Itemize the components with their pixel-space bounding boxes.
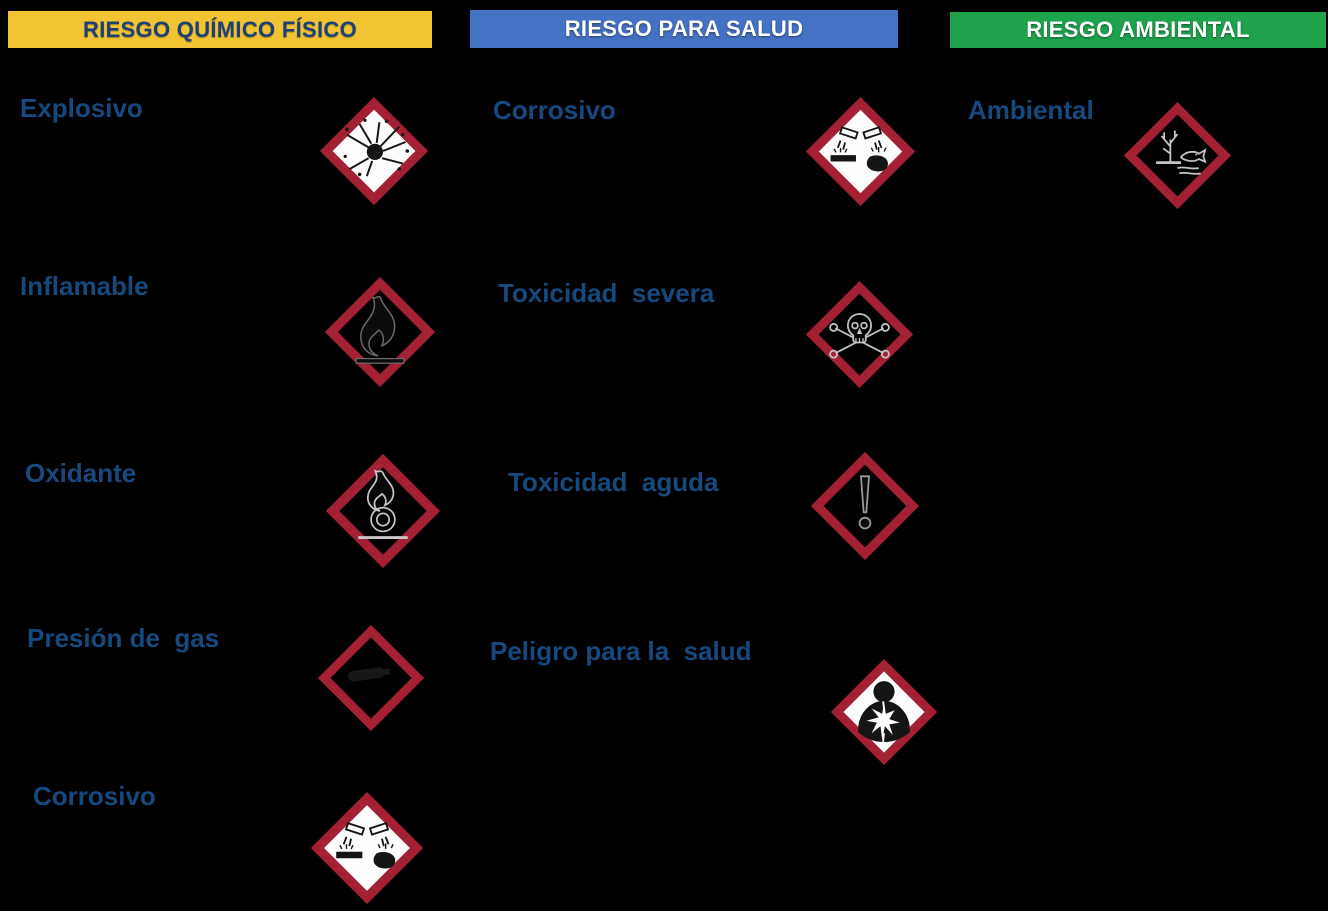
- header-riesgo-ambiental: RIESGO AMBIENTAL: [950, 12, 1326, 48]
- ghs-exclamation-icon: [811, 452, 919, 560]
- label-oxidante: Oxidante: [25, 458, 137, 488]
- label-corrosivo-salud: Corrosivo: [493, 95, 616, 125]
- label-explosivo: Explosivo: [20, 93, 143, 123]
- ghs-environment-icon: [1124, 102, 1231, 209]
- ghs-corrosion-icon: [311, 792, 423, 904]
- header-riesgo-para-salud: RIESGO PARA SALUD: [470, 10, 898, 48]
- header-riesgo-quimico-fisico: RIESGO QUÍMICO FÍSICO: [8, 11, 432, 48]
- label-presion-de-gas: Presión de gas: [27, 623, 220, 653]
- label-peligro-para-la-salud: Peligro para la salud: [490, 636, 752, 666]
- ghs-exploding-bomb-icon: [320, 97, 428, 205]
- label-corrosivo-fisico: Corrosivo: [33, 781, 156, 811]
- ghs-flame-icon: [325, 277, 435, 387]
- label-toxicidad-severa: Toxicidad severa: [498, 278, 715, 308]
- ghs-skull-crossbones-icon: [806, 281, 913, 388]
- label-toxicidad-aguda: Toxicidad aguda: [508, 467, 719, 497]
- ghs-flame-over-circle-icon: [326, 454, 440, 568]
- label-ambiental: Ambiental: [968, 95, 1094, 125]
- ghs-corrosion-icon: [806, 97, 915, 206]
- ghs-gas-cylinder-icon: [318, 625, 424, 731]
- label-inflamable: Inflamable: [20, 271, 149, 301]
- ghs-health-hazard-icon: [831, 659, 937, 765]
